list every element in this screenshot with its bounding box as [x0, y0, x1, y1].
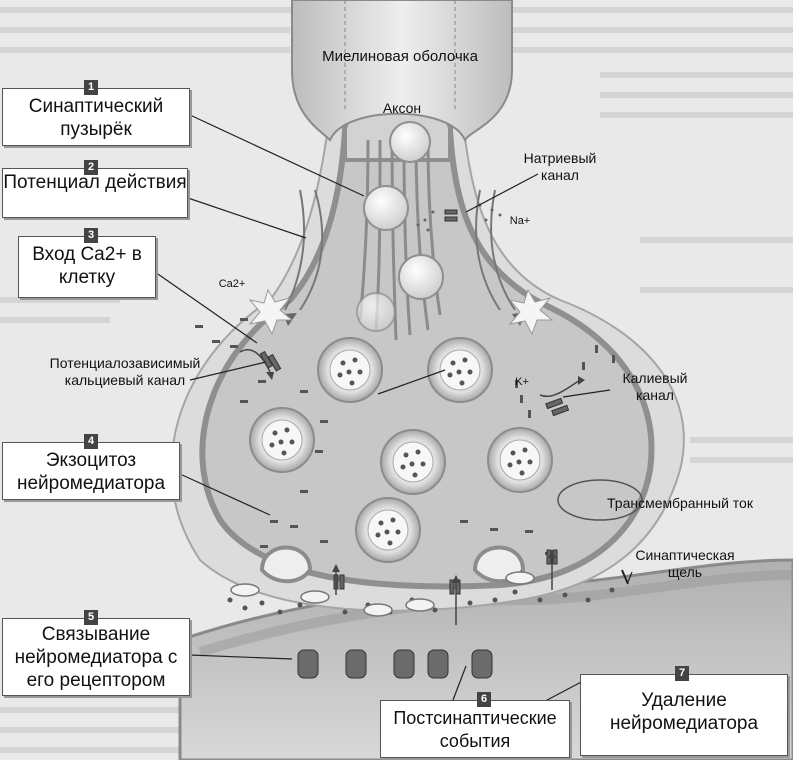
ion-channels [259, 209, 570, 595]
sodium-ion-label: Na+ [509, 215, 531, 227]
cleft-bracket [621, 569, 629, 585]
step-6-box: Постсинаптические события [380, 700, 570, 758]
step-6-badge: 6 [477, 692, 491, 707]
step-5-box: Связывание нейромедиатора с его рецептор… [2, 618, 190, 696]
step-4-badge: 4 [84, 434, 98, 449]
sodium-channel-label: Натриевый канал [523, 150, 597, 183]
step-4-text: Экзоцитоз нейромедиатора [16, 450, 166, 494]
calcium-channel-label: Потенциалозависимый кальциевый канал [49, 355, 201, 388]
step-2-badge: 2 [84, 160, 98, 175]
step-2-text: Потенциал действия [3, 172, 187, 193]
step-3-text: Вход Ca2+ в клетку [32, 244, 142, 288]
calcium-ion-label: Ca2+ [218, 278, 246, 290]
postsynaptic-receptors [297, 649, 493, 679]
potassium-channel-label: Калиевый канал [622, 370, 688, 403]
step-7-badge: 7 [675, 666, 689, 681]
callout-lines [154, 114, 633, 718]
potassium-ions [515, 345, 615, 418]
myelin-label: Миелиновая оболочка [322, 48, 478, 65]
ion-flow-arrowheads [266, 372, 585, 583]
step-6-text: Постсинаптические события [393, 708, 557, 751]
step-3-box: Вход Ca2+ в клетку [18, 236, 156, 298]
step-5-badge: 5 [84, 610, 98, 625]
vesicle-neurotransmitter-dots [269, 357, 533, 546]
transmembrane-current-label: Трансмембранный ток [607, 495, 753, 511]
step-2-box: Потенциал действия [2, 168, 188, 218]
potassium-ion-label: K+ [515, 376, 529, 388]
step-3-badge: 3 [84, 228, 98, 243]
step-7-box: Удаление нейромедиатора [580, 674, 788, 756]
transmembrane-current-loop [557, 479, 643, 521]
synaptic-cleft-label: Синаптическая щель [635, 547, 735, 580]
step-1-badge: 1 [84, 80, 98, 95]
step-5-text: Связывание нейромедиатора с его рецептор… [14, 624, 178, 691]
depolarization-flashes [248, 288, 554, 336]
axon-label: Аксон [382, 100, 422, 116]
step-1-box: Синаптический пузырёк [2, 88, 190, 146]
myelin-sheath [291, 0, 513, 143]
axon-vesicles [356, 121, 444, 332]
ion-flow-arrows [239, 349, 581, 625]
step-4-box: Экзоцитоз нейромедиатора [2, 442, 180, 500]
calcium-ions [195, 318, 553, 555]
cleft-ovals [230, 571, 535, 617]
step-7-text: Удаление нейромедиатора [609, 690, 759, 734]
step-1-text: Синаптический пузырёк [28, 96, 164, 140]
